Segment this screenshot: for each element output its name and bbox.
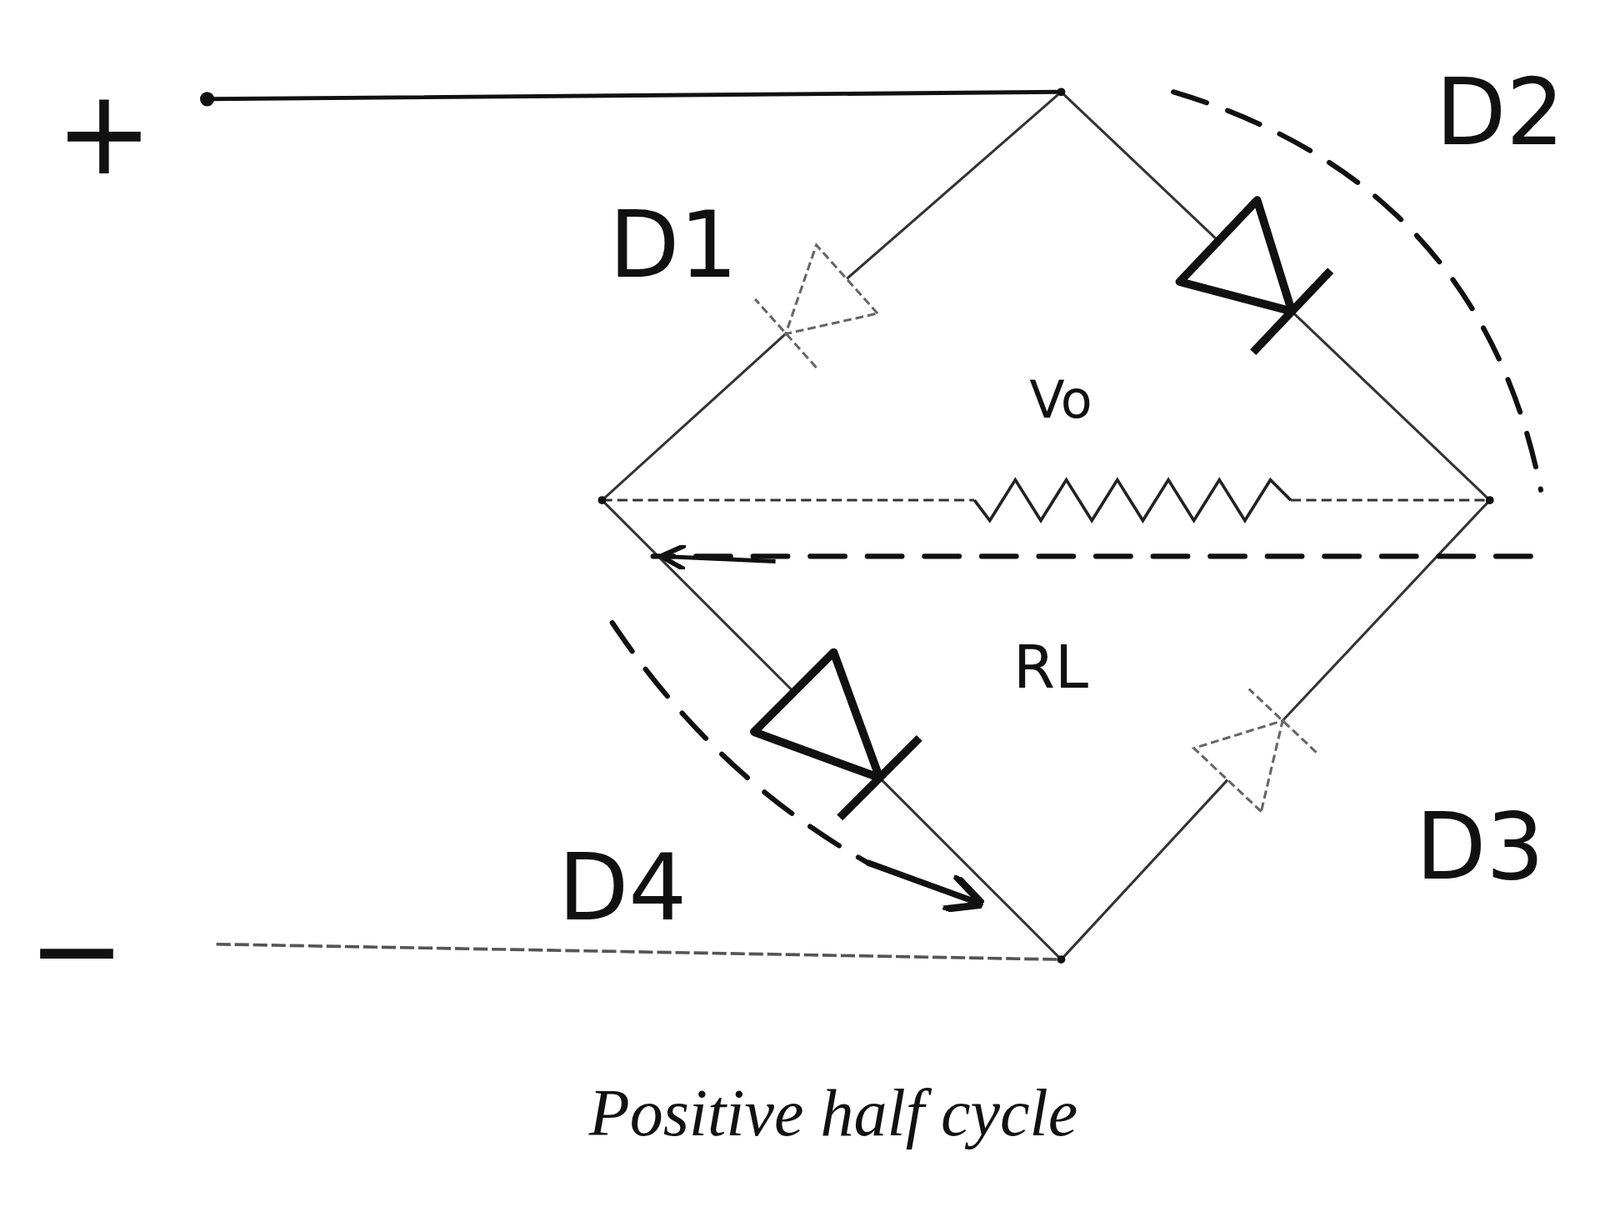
- current-arrow: [663, 555, 776, 561]
- polarity-sign: +: [55, 75, 153, 192]
- resistor-symbol: [601, 499, 1490, 502]
- supply-wire: [216, 944, 1062, 960]
- diode-label: D4: [558, 841, 688, 934]
- diode-symbol: [1180, 200, 1331, 352]
- current-path: [612, 91, 1541, 862]
- diode-symbol: [754, 652, 920, 818]
- current-arrow: [867, 862, 980, 904]
- junction-dot: [598, 87, 1495, 964]
- supply-wire: [201, 91, 1061, 105]
- voltage-label: Vo: [1029, 374, 1093, 426]
- diode-symbol: [1194, 689, 1317, 812]
- resistor-symbol: [974, 480, 1291, 521]
- diode-label: D1: [609, 199, 739, 291]
- diode-label: D3: [1415, 800, 1545, 893]
- resistor-label: RL: [1013, 636, 1089, 697]
- diode-symbol: [755, 245, 878, 368]
- polarity-sign: −: [27, 891, 125, 1009]
- bridge-wire: [601, 91, 1490, 960]
- figure-caption: Positive half cycle: [589, 1075, 1078, 1150]
- diode-label: D2: [1435, 66, 1565, 159]
